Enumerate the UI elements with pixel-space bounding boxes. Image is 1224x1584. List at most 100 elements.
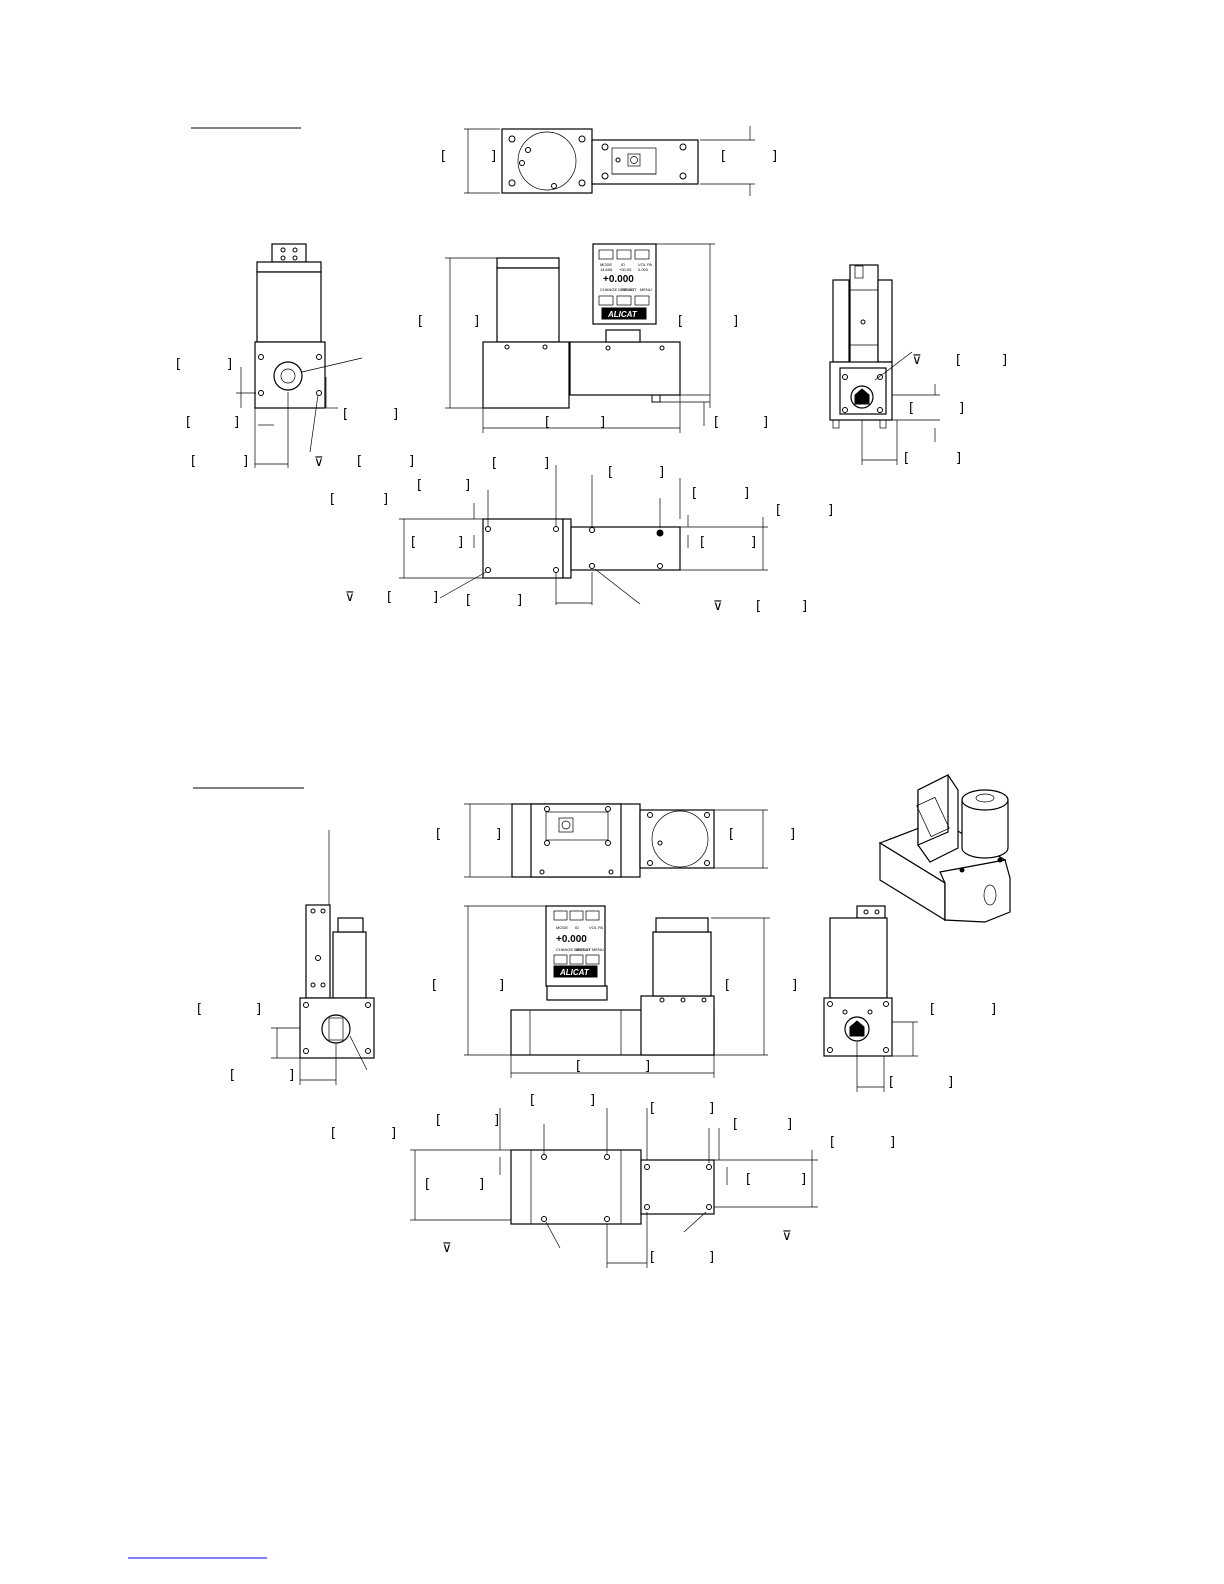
svg-text:[: [ bbox=[331, 1126, 336, 1141]
svg-text:[: [ bbox=[650, 1250, 655, 1265]
svg-text:[: [ bbox=[492, 456, 497, 471]
top-view-2: [] [] bbox=[436, 803, 795, 878]
svg-text:[: [ bbox=[830, 1135, 835, 1150]
svg-text:[: [ bbox=[889, 1075, 894, 1090]
svg-text:⊽: ⊽ bbox=[442, 1241, 452, 1256]
svg-text:[: [ bbox=[530, 1093, 535, 1108]
solenoid-cylinder-front bbox=[496, 267, 560, 343]
svg-text:[: [ bbox=[956, 353, 961, 368]
svg-text:]: ] bbox=[474, 314, 479, 329]
svg-text:]: ] bbox=[458, 535, 463, 550]
svg-text:]: ] bbox=[763, 415, 768, 430]
svg-text:]: ] bbox=[733, 314, 738, 329]
valve-block-bottom-2 bbox=[640, 1159, 715, 1215]
bottom-view-2: [] [] [] [] [] [] [] [] ⊽ ⊽ [] bbox=[331, 1093, 895, 1268]
display2-row1-c: VOL PA bbox=[589, 925, 603, 930]
svg-text:[: [ bbox=[776, 503, 781, 518]
brand-logo-2: ALICAT bbox=[559, 968, 590, 977]
svg-text:]: ] bbox=[383, 492, 388, 507]
svg-text:]: ] bbox=[517, 593, 522, 608]
display2-row1-b: ID bbox=[575, 925, 579, 930]
front-view-2: MODE ID VOL PA +0.000 CHANGE DISPLAY SEL… bbox=[432, 905, 797, 1078]
svg-text:[: [ bbox=[436, 827, 441, 842]
svg-text:]: ] bbox=[391, 1126, 396, 1141]
svg-text:⊽: ⊽ bbox=[912, 353, 922, 368]
svg-text:⊽: ⊽ bbox=[713, 599, 723, 614]
svg-text:]: ] bbox=[744, 486, 749, 501]
svg-text:[: [ bbox=[417, 478, 422, 493]
svg-text:[: [ bbox=[733, 1117, 738, 1132]
svg-text:]: ] bbox=[890, 1135, 895, 1150]
svg-text:]: ] bbox=[433, 590, 438, 605]
section-1-views: [] [] [] [] [] bbox=[176, 126, 1007, 614]
svg-text:]: ] bbox=[590, 1093, 595, 1108]
svg-text:]: ] bbox=[496, 827, 501, 842]
svg-text:]: ] bbox=[645, 1059, 650, 1074]
svg-text:⊽: ⊽ bbox=[345, 590, 355, 605]
svg-text:]: ] bbox=[959, 401, 964, 416]
isometric-view bbox=[878, 774, 1011, 923]
valve-block-front bbox=[482, 341, 570, 409]
display-row1-b: ID bbox=[621, 262, 625, 267]
svg-text:[: [ bbox=[186, 415, 191, 430]
valve-block-top-2 bbox=[639, 809, 715, 869]
svg-text:]: ] bbox=[772, 149, 777, 164]
svg-text:[: [ bbox=[714, 415, 719, 430]
svg-text:]: ] bbox=[499, 978, 504, 993]
svg-text:[: [ bbox=[576, 1059, 581, 1074]
svg-text:]: ] bbox=[479, 1177, 484, 1192]
display2-bottom-b: SELECT bbox=[575, 947, 591, 952]
svg-text:]: ] bbox=[792, 978, 797, 993]
svg-text:[: [ bbox=[441, 149, 446, 164]
right-side-view-2: [] [] bbox=[823, 905, 996, 1092]
display2-reading: +0.000 bbox=[556, 934, 587, 945]
valve-block-bottom bbox=[482, 518, 564, 579]
svg-text:[: [ bbox=[909, 401, 914, 416]
display2-row1-a: MODE bbox=[556, 925, 568, 930]
svg-text:]: ] bbox=[709, 1250, 714, 1265]
svg-text:]: ] bbox=[802, 599, 807, 614]
svg-text:]: ] bbox=[709, 1101, 714, 1116]
svg-text:]: ] bbox=[751, 535, 756, 550]
svg-text:[: [ bbox=[608, 465, 613, 480]
flow-body-bottom-2 bbox=[510, 1149, 642, 1225]
display-row2-a: 14.696 bbox=[600, 267, 613, 272]
brand-logo-plate bbox=[601, 307, 647, 320]
valve-block-top bbox=[501, 128, 593, 194]
flow-body-bottom bbox=[570, 526, 681, 571]
svg-text:[: [ bbox=[230, 1068, 235, 1083]
svg-text:[: [ bbox=[418, 314, 423, 329]
svg-text:]: ] bbox=[227, 357, 232, 372]
svg-text:[: [ bbox=[650, 1101, 655, 1116]
svg-text:[: [ bbox=[930, 1002, 935, 1017]
svg-text:]: ] bbox=[234, 415, 239, 430]
display-row1-a: MODE bbox=[600, 262, 612, 267]
display2-bottom-a: CHANGE DISPLAY bbox=[556, 947, 591, 952]
svg-text:[: [ bbox=[904, 451, 909, 466]
svg-text:]: ] bbox=[256, 1002, 261, 1017]
svg-text:[: [ bbox=[746, 1172, 751, 1187]
svg-text:]: ] bbox=[801, 1172, 806, 1187]
svg-text:]: ] bbox=[409, 454, 414, 469]
display-bottom-b: SELECT bbox=[621, 287, 637, 292]
svg-text:[: [ bbox=[387, 590, 392, 605]
svg-text:]: ] bbox=[991, 1002, 996, 1017]
svg-text:]: ] bbox=[465, 478, 470, 493]
svg-text:[: [ bbox=[197, 1002, 202, 1017]
display-reading: +0.000 bbox=[603, 274, 634, 285]
svg-text:[: [ bbox=[725, 978, 730, 993]
svg-text:[: [ bbox=[176, 357, 181, 372]
right-side-view-1: ⊽ [] [] [] bbox=[829, 264, 1007, 466]
svg-text:[: [ bbox=[756, 599, 761, 614]
display-bottom-a: CHANGE DISPLAY bbox=[600, 287, 635, 292]
svg-text:]: ] bbox=[790, 827, 795, 842]
svg-text:]: ] bbox=[494, 1113, 499, 1128]
bottom-view-1: [] [] [] [] [] [] [] [] ⊽ [] [] ⊽ [] bbox=[330, 456, 833, 614]
display2-bottom-c: MENU bbox=[592, 947, 604, 952]
svg-text:[: [ bbox=[330, 492, 335, 507]
svg-text:]: ] bbox=[828, 503, 833, 518]
svg-text:[: [ bbox=[343, 407, 348, 422]
svg-text:[: [ bbox=[466, 593, 471, 608]
port-fitting bbox=[273, 361, 303, 391]
